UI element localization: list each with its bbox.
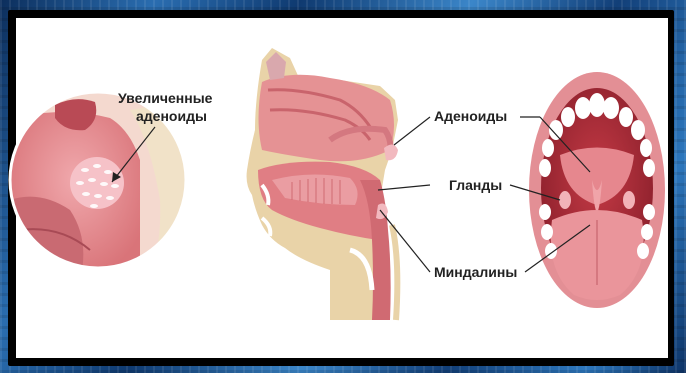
tonsils-label: Миндалины (434, 264, 517, 280)
enlarged-adenoids-label-line1: Увеличенные (118, 90, 212, 106)
glands-label: Гланды (449, 177, 502, 193)
open-mouth-view (529, 72, 665, 308)
left-tonsil (559, 191, 571, 209)
sagittal-section (247, 48, 398, 320)
adenoids-label: Аденоиды (434, 108, 507, 124)
enlarged-adenoids-label-line2: аденоиды (136, 108, 207, 124)
right-tonsil (623, 191, 635, 209)
adenoids-leader-line (394, 117, 430, 145)
glands-leader-line (378, 185, 430, 190)
